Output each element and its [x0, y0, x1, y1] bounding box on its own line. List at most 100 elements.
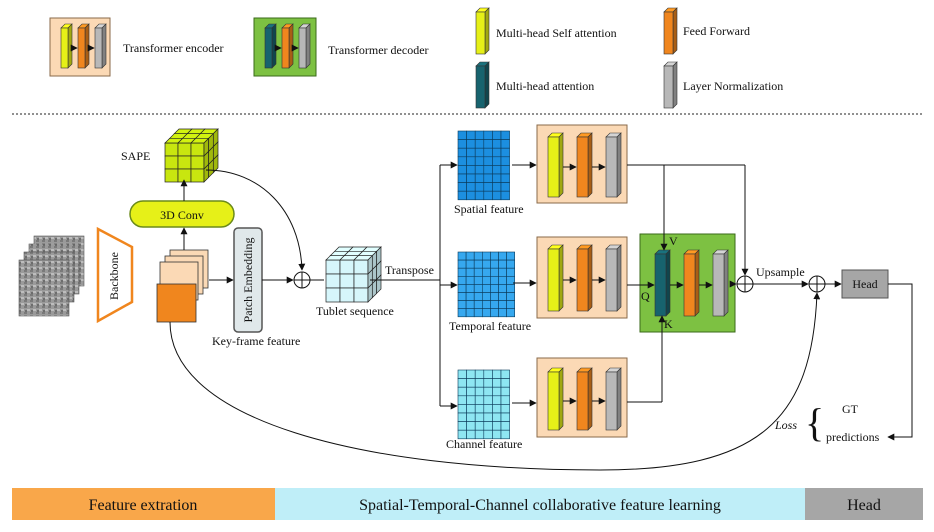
- grid-cell: [500, 421, 510, 431]
- grid-cell: [457, 130, 467, 140]
- spatial-feature-label: Spatial feature: [454, 202, 524, 216]
- legend-self-attention-icon: [475, 7, 490, 55]
- grid-cell: [457, 190, 467, 201]
- feed-forward-swatch: [663, 7, 678, 55]
- grid-cell: [457, 395, 467, 405]
- grid-cell: [506, 284, 516, 293]
- loss-label: Loss: [774, 418, 797, 432]
- grid-cell: [483, 190, 493, 201]
- transpose-label: Transpose: [385, 263, 434, 277]
- band-feature-label: Feature extration: [89, 497, 198, 514]
- channel-feature-label: Channel feature: [446, 437, 522, 451]
- legend-feed-forward-label: Feed Forward: [683, 24, 750, 38]
- grid-cell: [466, 378, 476, 388]
- grid-cell: [474, 395, 485, 405]
- cube-cell: [325, 259, 341, 275]
- grid-cell: [474, 130, 485, 140]
- grid-cell: [483, 378, 493, 388]
- legend-encoder-label: Transformer encoder: [123, 41, 224, 55]
- grid-cell: [481, 300, 491, 310]
- feed-forward-bar: [576, 367, 593, 431]
- grid-cell: [500, 404, 510, 414]
- grid-cell: [483, 130, 493, 140]
- grid-cell: [465, 284, 475, 293]
- grid-cell: [500, 165, 510, 175]
- grid-cell: [490, 292, 499, 301]
- grid-cell: [506, 292, 516, 301]
- grid-cell: [465, 251, 475, 261]
- legend-self-attention-label: Multi-head Self attention: [496, 26, 617, 40]
- cube-cell: [190, 168, 205, 183]
- k-label: K: [664, 317, 673, 331]
- grid-cell: [492, 378, 502, 388]
- v-label: V: [669, 234, 678, 248]
- self-attention-bar: [60, 23, 73, 69]
- conv3d-label: 3D Conv: [160, 208, 204, 222]
- grid-cell: [473, 259, 483, 269]
- cube-cell: [177, 142, 192, 157]
- grid-cell: [474, 369, 485, 379]
- grid-cell: [498, 251, 507, 261]
- grid-cell: [481, 308, 491, 318]
- sape-cube: [164, 128, 219, 183]
- grid-cell: [473, 267, 483, 277]
- grid-cell: [483, 147, 493, 158]
- add-node-3: [808, 275, 826, 293]
- grid-cell: [481, 259, 491, 269]
- encoder-channel: [536, 357, 628, 438]
- grid-cell: [506, 251, 516, 261]
- self-attention-bar: [547, 132, 564, 198]
- grid-cell: [498, 275, 507, 285]
- grid-cell: [457, 251, 467, 261]
- layer-norm-bar: [298, 23, 311, 69]
- q-label: Q: [641, 289, 650, 303]
- grid-cell: [498, 300, 507, 310]
- grid-cell: [500, 369, 510, 379]
- legend-layer-norm-label: Layer Normalization: [683, 79, 783, 93]
- grid-cell: [466, 421, 476, 431]
- grid-cell: [474, 165, 485, 175]
- patch-embedding-label: Patch Embedding: [241, 238, 255, 323]
- feed-forward-bar: [683, 249, 700, 317]
- grid-cell: [466, 147, 476, 158]
- cube-cell: [339, 287, 355, 303]
- grid-cell: [492, 395, 502, 405]
- grid-cell: [474, 139, 485, 149]
- grid-cell: [466, 182, 476, 192]
- grid-cell: [457, 300, 467, 310]
- head-label: Head: [852, 277, 877, 291]
- grid-cell: [506, 259, 516, 269]
- grid-cell: [457, 369, 467, 379]
- grid-cell: [465, 267, 475, 277]
- predictions-label: predictions: [826, 430, 880, 444]
- grid-cell: [465, 275, 475, 285]
- key-frame-label: Key-frame feature: [212, 334, 300, 348]
- grid-cell: [492, 130, 502, 140]
- grid-cell: [457, 267, 467, 277]
- grid-cell: [483, 165, 493, 175]
- input-frames: [18, 235, 85, 317]
- cube-cell: [325, 273, 341, 289]
- grid-cell: [465, 259, 475, 269]
- grid-cell: [492, 173, 502, 183]
- cube-cell: [339, 273, 355, 289]
- grid-cell: [466, 173, 476, 183]
- multi-head-attention-bar: [264, 23, 277, 69]
- grid-cell: [492, 412, 502, 422]
- grid-cell: [500, 412, 510, 422]
- grid-cell: [490, 267, 499, 277]
- cube-cell: [325, 287, 341, 303]
- spatial-feature-grid: [457, 130, 510, 201]
- grid-cell: [483, 386, 493, 397]
- grid-cell: [466, 156, 476, 166]
- backbone-label: Backbone: [107, 252, 121, 300]
- grid-cell: [474, 190, 485, 201]
- grid-cell: [492, 147, 502, 158]
- grid-cell: [466, 369, 476, 379]
- legend-multi-head-attention-label: Multi-head attention: [496, 79, 594, 93]
- tublet-cube: [325, 246, 382, 303]
- grid-cell: [481, 275, 491, 285]
- connectors: [169, 161, 913, 471]
